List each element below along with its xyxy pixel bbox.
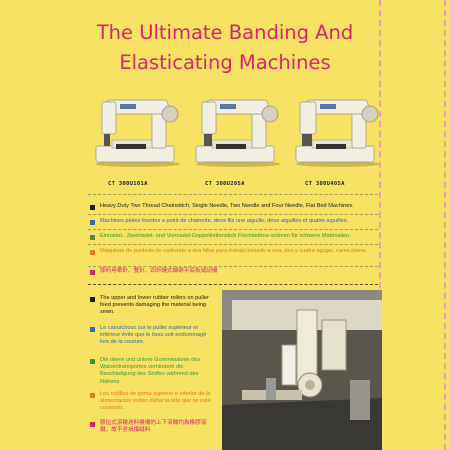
machine-caption-2: CT 300U205A bbox=[205, 181, 245, 187]
machine-image-2 bbox=[190, 88, 282, 178]
machine-lineup bbox=[90, 88, 380, 188]
feature-top-2: Machines plates lourdes a point de chain… bbox=[90, 218, 380, 225]
bullet-pink bbox=[90, 270, 95, 275]
bullet-green bbox=[90, 235, 95, 240]
bullet-orange bbox=[90, 393, 95, 398]
feature-top-1: Heavy Duty Two Thread Chainstitch, Singl… bbox=[90, 203, 380, 210]
machine-caption-3: CT 300U405A bbox=[305, 181, 345, 187]
feature-top-3: Einnadel-, Zweinadel- und Viernadel-Dopp… bbox=[90, 233, 380, 240]
bullet-pink bbox=[90, 422, 95, 427]
puller-feed-photo bbox=[222, 290, 382, 450]
page-border-dashed bbox=[379, 0, 381, 450]
feature-bottom-5: 膠拉式滾輪送料機構的上下滾輪均為橡膠滾輪，故不會損傷縫料 bbox=[90, 420, 215, 434]
divider bbox=[88, 214, 378, 215]
machine-image-1 bbox=[90, 88, 182, 178]
bullet-blue bbox=[90, 220, 95, 225]
divider bbox=[88, 244, 378, 245]
bullet-black bbox=[90, 297, 95, 302]
bullet-green bbox=[90, 359, 95, 364]
machine-image-3 bbox=[290, 88, 382, 178]
bullet-black bbox=[90, 205, 95, 210]
bullet-blue bbox=[90, 327, 95, 332]
page-title: The Ultimate Banding And Elasticating Ma… bbox=[60, 18, 390, 78]
feature-bottom-1: The upper and lower rubber rollers on pu… bbox=[90, 295, 215, 317]
feature-bottom-3: Die obere und untere Gummiwalzen des Wal… bbox=[90, 357, 215, 386]
feature-top-5: 厚料用單針、雙針、四針鏈式線跡平底板縫紉機 bbox=[90, 268, 380, 275]
title-line-2: Elasticating Machines bbox=[119, 51, 331, 74]
feature-bottom-2: Le caoutchouc sur le puller supérieur et… bbox=[90, 325, 215, 347]
divider bbox=[88, 266, 378, 267]
feature-top-4: Máquinas de puntada de cadeneta a dos hi… bbox=[90, 248, 380, 255]
divider-top bbox=[88, 194, 378, 195]
page-border-dashed-right bbox=[444, 0, 446, 450]
divider bbox=[88, 229, 378, 230]
feature-bottom-4: Los rodillos de goma superior e inferior… bbox=[90, 391, 215, 413]
bullet-orange bbox=[90, 250, 95, 255]
section-divider bbox=[88, 284, 378, 285]
title-line-1: The Ultimate Banding And bbox=[96, 21, 354, 44]
machine-caption-1: CT 300U101A bbox=[108, 181, 148, 187]
